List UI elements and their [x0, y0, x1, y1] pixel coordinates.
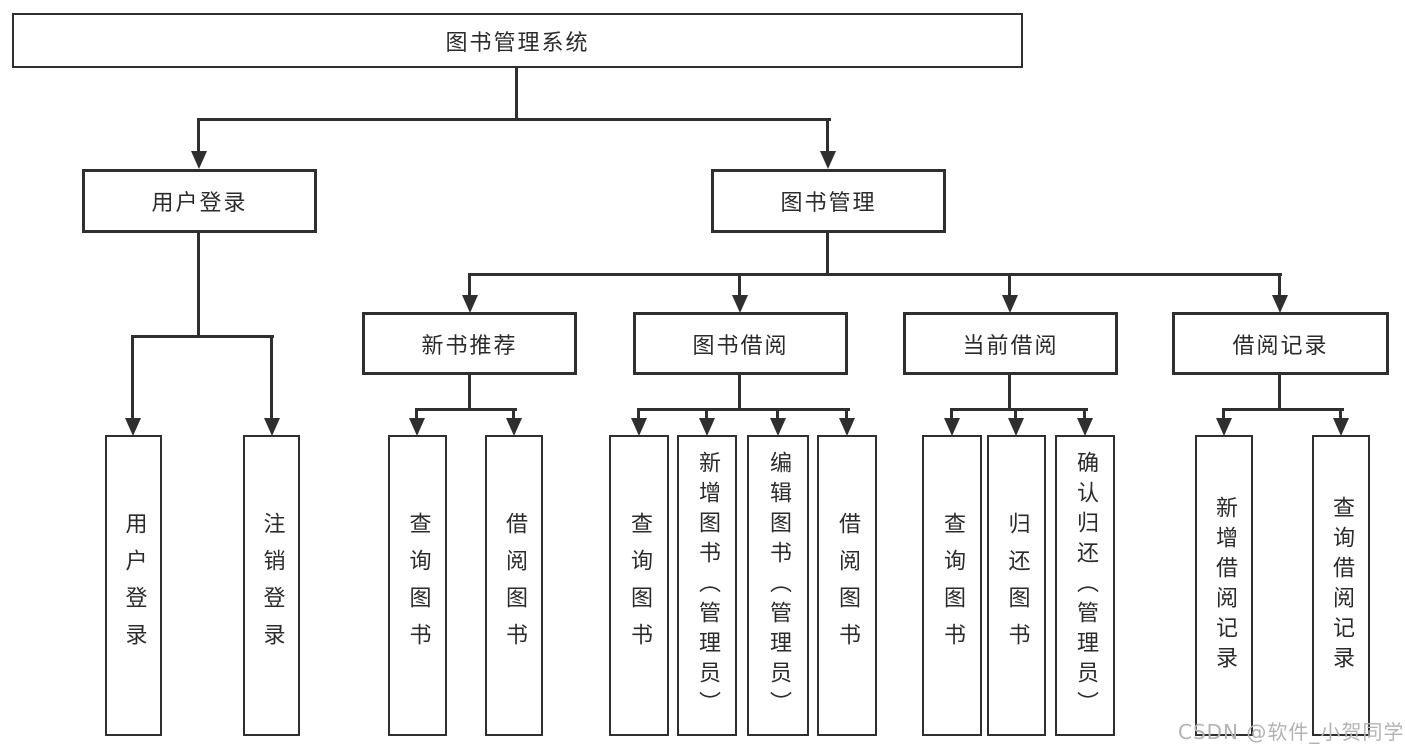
- leaf-confirm-return-admin-label: 确认归还（管理员）: [1073, 450, 1098, 721]
- node-library-system: 图书管理系统: [12, 13, 1023, 68]
- arrow-leaf-query-recommend: [409, 418, 425, 436]
- connector-user-login-hbar: [131, 335, 274, 338]
- node-borrow-records: 借阅记录: [1172, 312, 1389, 375]
- connector-new-book-stem: [468, 375, 471, 411]
- arrow-borrow-records: [1272, 295, 1288, 313]
- leaf-query-borrow-record-label: 查询借阅记录: [1329, 495, 1354, 676]
- leaf-query-books-recommend: 查询图书: [388, 435, 447, 736]
- connector-borrow-records-hbar: [1222, 408, 1344, 411]
- leaf-query-books-current: 查询图书: [922, 435, 982, 736]
- node-library-system-label: 图书管理系统: [445, 30, 590, 56]
- arrow-leaf-add-book: [699, 418, 715, 436]
- leaf-borrow-books-recommend-label: 借阅图书: [502, 511, 527, 660]
- connector-stem-l10: [1014, 408, 1017, 421]
- arrow-leaf-borrow-recommend: [506, 418, 522, 436]
- leaf-logout: 注销登录: [243, 435, 300, 736]
- connector-level3-hbar: [468, 273, 1282, 276]
- connector-stem-l6: [705, 408, 708, 421]
- connector-stem-l5: [637, 408, 640, 421]
- node-book-management-label: 图书管理: [780, 191, 877, 216]
- connector-stem-current-borrow: [1008, 273, 1011, 297]
- node-new-book-recommend: 新书推荐: [362, 312, 577, 375]
- leaf-add-borrow-record: 新增借阅记录: [1195, 435, 1253, 736]
- connector-stem-l4: [512, 408, 515, 421]
- leaf-user-login: 用户登录: [105, 435, 162, 736]
- connector-book-borrow-stem: [738, 375, 741, 411]
- leaf-confirm-return-admin: 确认归还（管理员）: [1055, 435, 1115, 736]
- csdn-watermark: CSDN @软件_小贺同学: [1178, 720, 1405, 744]
- leaf-borrow-books-borrow: 借阅图书: [817, 435, 877, 736]
- arrow-current-borrow: [1002, 295, 1018, 313]
- connector-stem-leaf-logout: [270, 335, 273, 421]
- connector-stem-book-management: [826, 118, 829, 154]
- connector-stem-l9: [950, 408, 953, 421]
- connector-stem-new-book: [468, 273, 471, 297]
- arrow-leaf-add-record: [1216, 418, 1232, 436]
- connector-current-borrow-stem: [1008, 375, 1011, 411]
- node-book-management: 图书管理: [711, 169, 946, 233]
- connector-new-book-hbar: [415, 408, 517, 411]
- connector-root-stem: [515, 68, 518, 121]
- connector-stem-l7: [776, 408, 779, 421]
- connector-root-hbar: [197, 118, 831, 121]
- leaf-query-books-borrow: 查询图书: [609, 435, 669, 736]
- leaf-return-books-label: 归还图书: [1004, 511, 1030, 660]
- node-new-book-recommend-label: 新书推荐: [421, 333, 518, 359]
- node-book-borrow-label: 图书借阅: [692, 333, 789, 359]
- leaf-query-books-borrow-label: 查询图书: [627, 511, 652, 660]
- arrow-leaf-query-current: [944, 418, 960, 436]
- connector-stem-l11: [1083, 408, 1086, 421]
- arrow-leaf-query-borrow: [631, 418, 647, 436]
- arrow-leaf-return-books: [1008, 418, 1024, 436]
- arrow-leaf-logout: [264, 418, 280, 436]
- connector-stem-borrow-records: [1278, 273, 1281, 297]
- node-current-borrow-label: 当前借阅: [962, 333, 1059, 359]
- arrow-leaf-query-record: [1333, 418, 1349, 436]
- leaf-user-login-label: 用户登录: [121, 511, 147, 660]
- connector-stem-leaf-login: [131, 335, 134, 421]
- connector-user-login-stem: [197, 233, 200, 337]
- node-current-borrow: 当前借阅: [903, 312, 1118, 375]
- leaf-query-borrow-record: 查询借阅记录: [1312, 435, 1370, 736]
- connector-borrow-records-stem: [1278, 375, 1281, 411]
- node-user-login: 用户登录: [82, 169, 317, 233]
- leaf-return-books: 归还图书: [987, 435, 1046, 736]
- arrow-user-login: [191, 151, 207, 169]
- connector-book-management-stem: [826, 233, 829, 276]
- connector-stem-user-login: [197, 118, 200, 154]
- leaf-query-books-current-label: 查询图书: [940, 511, 965, 660]
- arrow-leaf-confirm-return: [1077, 418, 1093, 436]
- connector-stem-l8: [845, 408, 848, 421]
- node-user-login-label: 用户登录: [151, 191, 248, 216]
- arrow-book-management: [820, 151, 836, 169]
- arrow-new-book: [462, 295, 478, 313]
- leaf-edit-book-admin: 编辑图书（管理员）: [747, 435, 809, 736]
- arrow-leaf-borrow-borrow: [839, 418, 855, 436]
- leaf-query-books-recommend-label: 查询图书: [405, 511, 431, 660]
- node-book-borrow: 图书借阅: [633, 312, 848, 375]
- leaf-add-book-admin: 新增图书（管理员）: [677, 435, 737, 736]
- leaf-borrow-books-borrow-label: 借阅图书: [835, 511, 860, 660]
- arrow-book-borrow: [732, 295, 748, 313]
- connector-stem-l13: [1339, 408, 1342, 421]
- connector-stem-l3: [415, 408, 418, 421]
- leaf-edit-book-admin-label: 编辑图书（管理员）: [766, 450, 791, 721]
- arrow-leaf-edit-book: [770, 418, 786, 436]
- connector-current-borrow-hbar: [950, 408, 1088, 411]
- leaf-logout-label: 注销登录: [259, 511, 285, 660]
- leaf-add-borrow-record-label: 新增借阅记录: [1212, 495, 1237, 676]
- leaf-add-book-admin-label: 新增图书（管理员）: [695, 450, 720, 721]
- node-borrow-records-label: 借阅记录: [1232, 333, 1329, 359]
- connector-stem-book-borrow: [738, 273, 741, 297]
- connector-stem-l12: [1222, 408, 1225, 421]
- arrow-leaf-login: [125, 418, 141, 436]
- connector-book-borrow-hbar: [637, 408, 850, 411]
- leaf-borrow-books-recommend: 借阅图书: [485, 435, 543, 736]
